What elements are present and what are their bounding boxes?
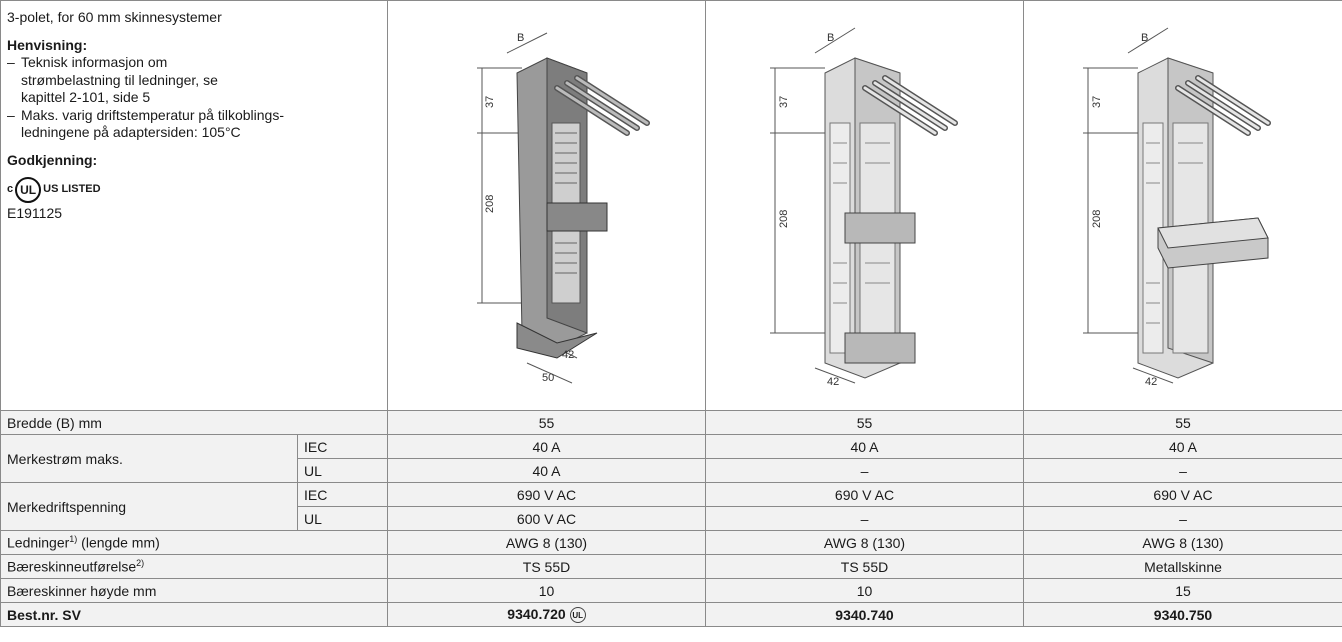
row-label: Ledninger1) (lengde mm) <box>0 530 388 555</box>
drawing-1: B 37 208 42 50 <box>387 0 706 411</box>
cell-value: AWG 8 (130) <box>1023 530 1342 555</box>
note-heading: Henvisning: <box>7 36 88 53</box>
row-label: Bæreskinner høyde mm <box>0 578 388 603</box>
ul-mark-icon: UL <box>569 607 586 624</box>
row-label: Bæreskinneutførelse2) <box>0 554 388 579</box>
adapter-drawing-icon: B 37 208 42 <box>1083 27 1271 388</box>
dim-label: 208 <box>484 195 496 213</box>
cell-value: – <box>705 458 1024 483</box>
cell-value: 690 V AC <box>1023 482 1342 507</box>
cell-value: 40 A <box>387 458 706 483</box>
row-bredde: Bredde (B) mm 55 55 55 <box>0 410 1342 435</box>
drawing-3: B 37 208 42 <box>1023 0 1342 411</box>
intro-title: 3-polet, for 60 mm skinnesystemer <box>7 9 222 25</box>
order-number: 9340.750 <box>1023 602 1342 627</box>
cell-value: AWG 8 (130) <box>387 530 706 555</box>
dim-label: 42 <box>827 376 839 388</box>
row-strom-iec: Merkestrøm maks. IEC 40 A 40 A 40 A <box>0 434 1342 483</box>
row-spenning-iec: Merkedriftspenning IEC 690 V AC 690 V AC… <box>0 482 1342 531</box>
cell-value: 40 A <box>1023 434 1342 459</box>
row-spenning-ul: UL 600 V AC – – <box>1 506 1342 531</box>
dim-label: B <box>517 32 524 44</box>
dim-label: 37 <box>778 96 790 108</box>
cell-value: 55 <box>1023 410 1342 435</box>
dim-label: B <box>1141 32 1148 44</box>
cell-value: – <box>1023 506 1342 531</box>
ul-circle-icon: UL <box>15 177 42 203</box>
sub-label: UL <box>297 506 388 531</box>
row-hoyde: Bæreskinner høyde mm 10 10 15 <box>0 578 1342 603</box>
cell-value: 15 <box>1023 578 1342 603</box>
note-item: Teknisk informasjon om strømbelastning t… <box>7 54 256 107</box>
cell-value: 690 V AC <box>387 482 706 507</box>
dim-label: 208 <box>1091 210 1103 228</box>
row-label: Bredde (B) mm <box>0 410 388 435</box>
cell-value: AWG 8 (130) <box>705 530 1024 555</box>
sub-label: UL <box>297 458 388 483</box>
cell-value: 600 V AC <box>387 506 706 531</box>
dim-label: 42 <box>1145 376 1157 388</box>
dim-label: 37 <box>1091 96 1103 108</box>
cell-value: – <box>705 506 1024 531</box>
intro-cell: 3-polet, for 60 mm skinnesystemer Henvis… <box>0 0 388 411</box>
row-baereskinne: Bæreskinneutførelse2) TS 55D TS 55D Meta… <box>0 554 1342 579</box>
product-spec-table: 3-polet, for 60 mm skinnesystemer Henvis… <box>0 0 1342 627</box>
adapter-drawing-icon: B 37 208 42 <box>769 27 958 388</box>
sub-label: IEC <box>297 482 388 507</box>
cell-value: 40 A <box>705 434 1024 459</box>
drawing-2: B 37 208 42 <box>705 0 1024 411</box>
cell-value: TS 55D <box>705 554 1024 579</box>
cell-value: TS 55D <box>387 554 706 579</box>
dim-label: 208 <box>778 210 790 228</box>
row-label: Merkestrøm maks. <box>0 434 298 483</box>
cell-value: 690 V AC <box>705 482 1024 507</box>
dim-label: B <box>827 32 834 44</box>
row-label: Best.nr. SV <box>0 602 388 627</box>
cell-value: 10 <box>705 578 1024 603</box>
cell-value: 40 A <box>387 434 706 459</box>
order-number: 9340.740 <box>705 602 1024 627</box>
cell-value: 10 <box>387 578 706 603</box>
cell-value: Metallskinne <box>1023 554 1342 579</box>
row-label: Merkedriftspenning <box>0 482 298 531</box>
dim-label: 42 <box>562 349 574 361</box>
row-ledninger: Ledninger1) (lengde mm) AWG 8 (130) AWG … <box>0 530 1342 555</box>
adapter-drawing-icon: B 37 208 42 50 <box>476 32 650 384</box>
note-list: Teknisk informasjon om strømbelastning t… <box>7 54 381 142</box>
approval-heading: Godkjenning: <box>7 151 98 168</box>
cell-value: 55 <box>387 410 706 435</box>
header-row: 3-polet, for 60 mm skinnesystemer Henvis… <box>0 0 1342 411</box>
dim-label: 37 <box>484 96 496 108</box>
cell-value: – <box>1023 458 1342 483</box>
note-item: Maks. varig driftstemperatur på tilkobli… <box>7 107 286 142</box>
dim-label: 50 <box>542 372 554 384</box>
ul-file-number: E191125 <box>7 205 63 221</box>
ul-listed-logo: c UL US LISTED <box>7 177 381 203</box>
cell-value: 55 <box>705 410 1024 435</box>
row-strom-ul: UL 40 A – – <box>1 458 1342 483</box>
sub-label: IEC <box>297 434 388 459</box>
